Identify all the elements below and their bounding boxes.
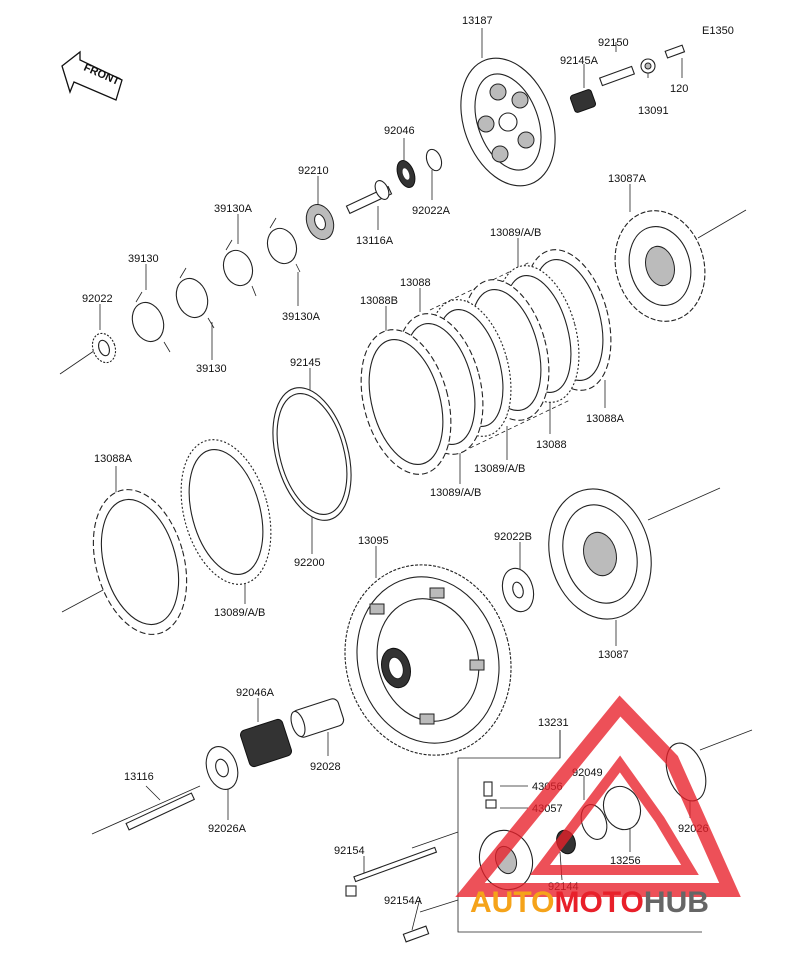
clutch-hub-13087 [548, 488, 652, 620]
label-13087A: 13087A [608, 173, 647, 185]
label-13088B: 13088B [360, 295, 398, 307]
label-92154: 92154 [334, 845, 365, 857]
diagram-code: E1350 [702, 25, 734, 37]
label-13231: 13231 [538, 717, 569, 729]
spring-plate-39130A-upper [266, 217, 301, 273]
ring-92145-92200 [272, 387, 352, 521]
washer-92022A [425, 148, 443, 172]
label-92046: 92046 [384, 125, 415, 137]
label-92145: 92145 [290, 357, 321, 369]
label-92154A: 92154A [384, 895, 423, 907]
label-39130-1: 39130 [128, 253, 159, 265]
label-13116A: 13116A [356, 235, 394, 247]
label-39130-2: 39130 [196, 363, 227, 375]
label-13256: 13256 [610, 855, 641, 867]
friction-plate-13088A-left [92, 489, 188, 635]
bearing-13091 [640, 58, 656, 74]
bolt-120 [664, 44, 686, 59]
spring-plate-39130-lower [131, 291, 171, 353]
washer-92026A [205, 746, 239, 790]
rod-13116A [345, 180, 393, 215]
automotohub-watermark-logo [455, 695, 741, 897]
steel-plate-13089AB-left [180, 439, 272, 585]
needle-bearing-92046A [240, 718, 292, 768]
bolt-92154A [402, 925, 430, 943]
label-13089AB-1: 13089/A/B [490, 227, 541, 239]
svg-text:AUTOMOTOHUB: AUTOMOTOHUB [470, 886, 709, 919]
label-13088-1: 13088 [400, 277, 431, 289]
bolt-92154 [345, 846, 438, 897]
label-13095: 13095 [358, 535, 389, 547]
label-92210: 92210 [298, 165, 329, 177]
label-92022: 92022 [82, 293, 113, 305]
washer-92022B [501, 567, 535, 613]
washer-92022 [91, 332, 117, 364]
push-rod-13116 [125, 792, 196, 831]
label-92028: 92028 [310, 761, 341, 773]
label-13089AB-3: 13089/A/B [430, 487, 481, 499]
watermark-part-moto: MOTO [554, 886, 643, 919]
label-92200: 92200 [294, 557, 325, 569]
watermark-part-hub: HUB [644, 886, 709, 919]
label-13116: 13116 [124, 771, 154, 783]
label-13089AB-2: 13089/A/B [474, 463, 525, 475]
label-39130A-2: 39130A [282, 311, 321, 323]
clutch-housing-13095 [344, 564, 512, 756]
label-13088A-2: 13088A [94, 453, 133, 465]
front-arrow-icon: FRONT [61, 50, 123, 101]
label-13091: 13091 [638, 105, 669, 117]
pressure-plate-13187 [460, 57, 556, 187]
label-120: 120 [670, 83, 688, 95]
watermark-part-auto: AUTO [470, 886, 554, 919]
label-92049: 92049 [572, 767, 603, 779]
label-13089AB-4: 13089/A/B [214, 607, 265, 619]
label-13187: 13187 [462, 15, 493, 27]
spring-92145A [569, 89, 597, 113]
label-13088-2: 13088 [536, 439, 567, 451]
label-13087: 13087 [598, 649, 629, 661]
clutch-hub-13087A [614, 210, 706, 322]
friction-plate-13088B [360, 329, 452, 475]
label-92046A: 92046A [236, 687, 275, 699]
pin-92150 [598, 65, 636, 87]
label-39130A-1: 39130A [214, 203, 253, 215]
bearing-92210 [305, 204, 335, 240]
spring-plate-39130A-lower [222, 239, 257, 297]
label-13088A-1: 13088A [586, 413, 625, 425]
sleeve-92028 [290, 698, 345, 738]
spring-plate-39130-upper [175, 267, 215, 329]
label-92022A: 92022A [412, 205, 451, 217]
label-92150: 92150 [598, 37, 629, 49]
label-92022B: 92022B [494, 531, 532, 543]
label-92145A: 92145A [560, 55, 599, 67]
automotohub-watermark-text: AUTOMOTOHUB [470, 886, 709, 919]
label-92026A: 92026A [208, 823, 247, 835]
bearing-92046 [396, 160, 416, 188]
